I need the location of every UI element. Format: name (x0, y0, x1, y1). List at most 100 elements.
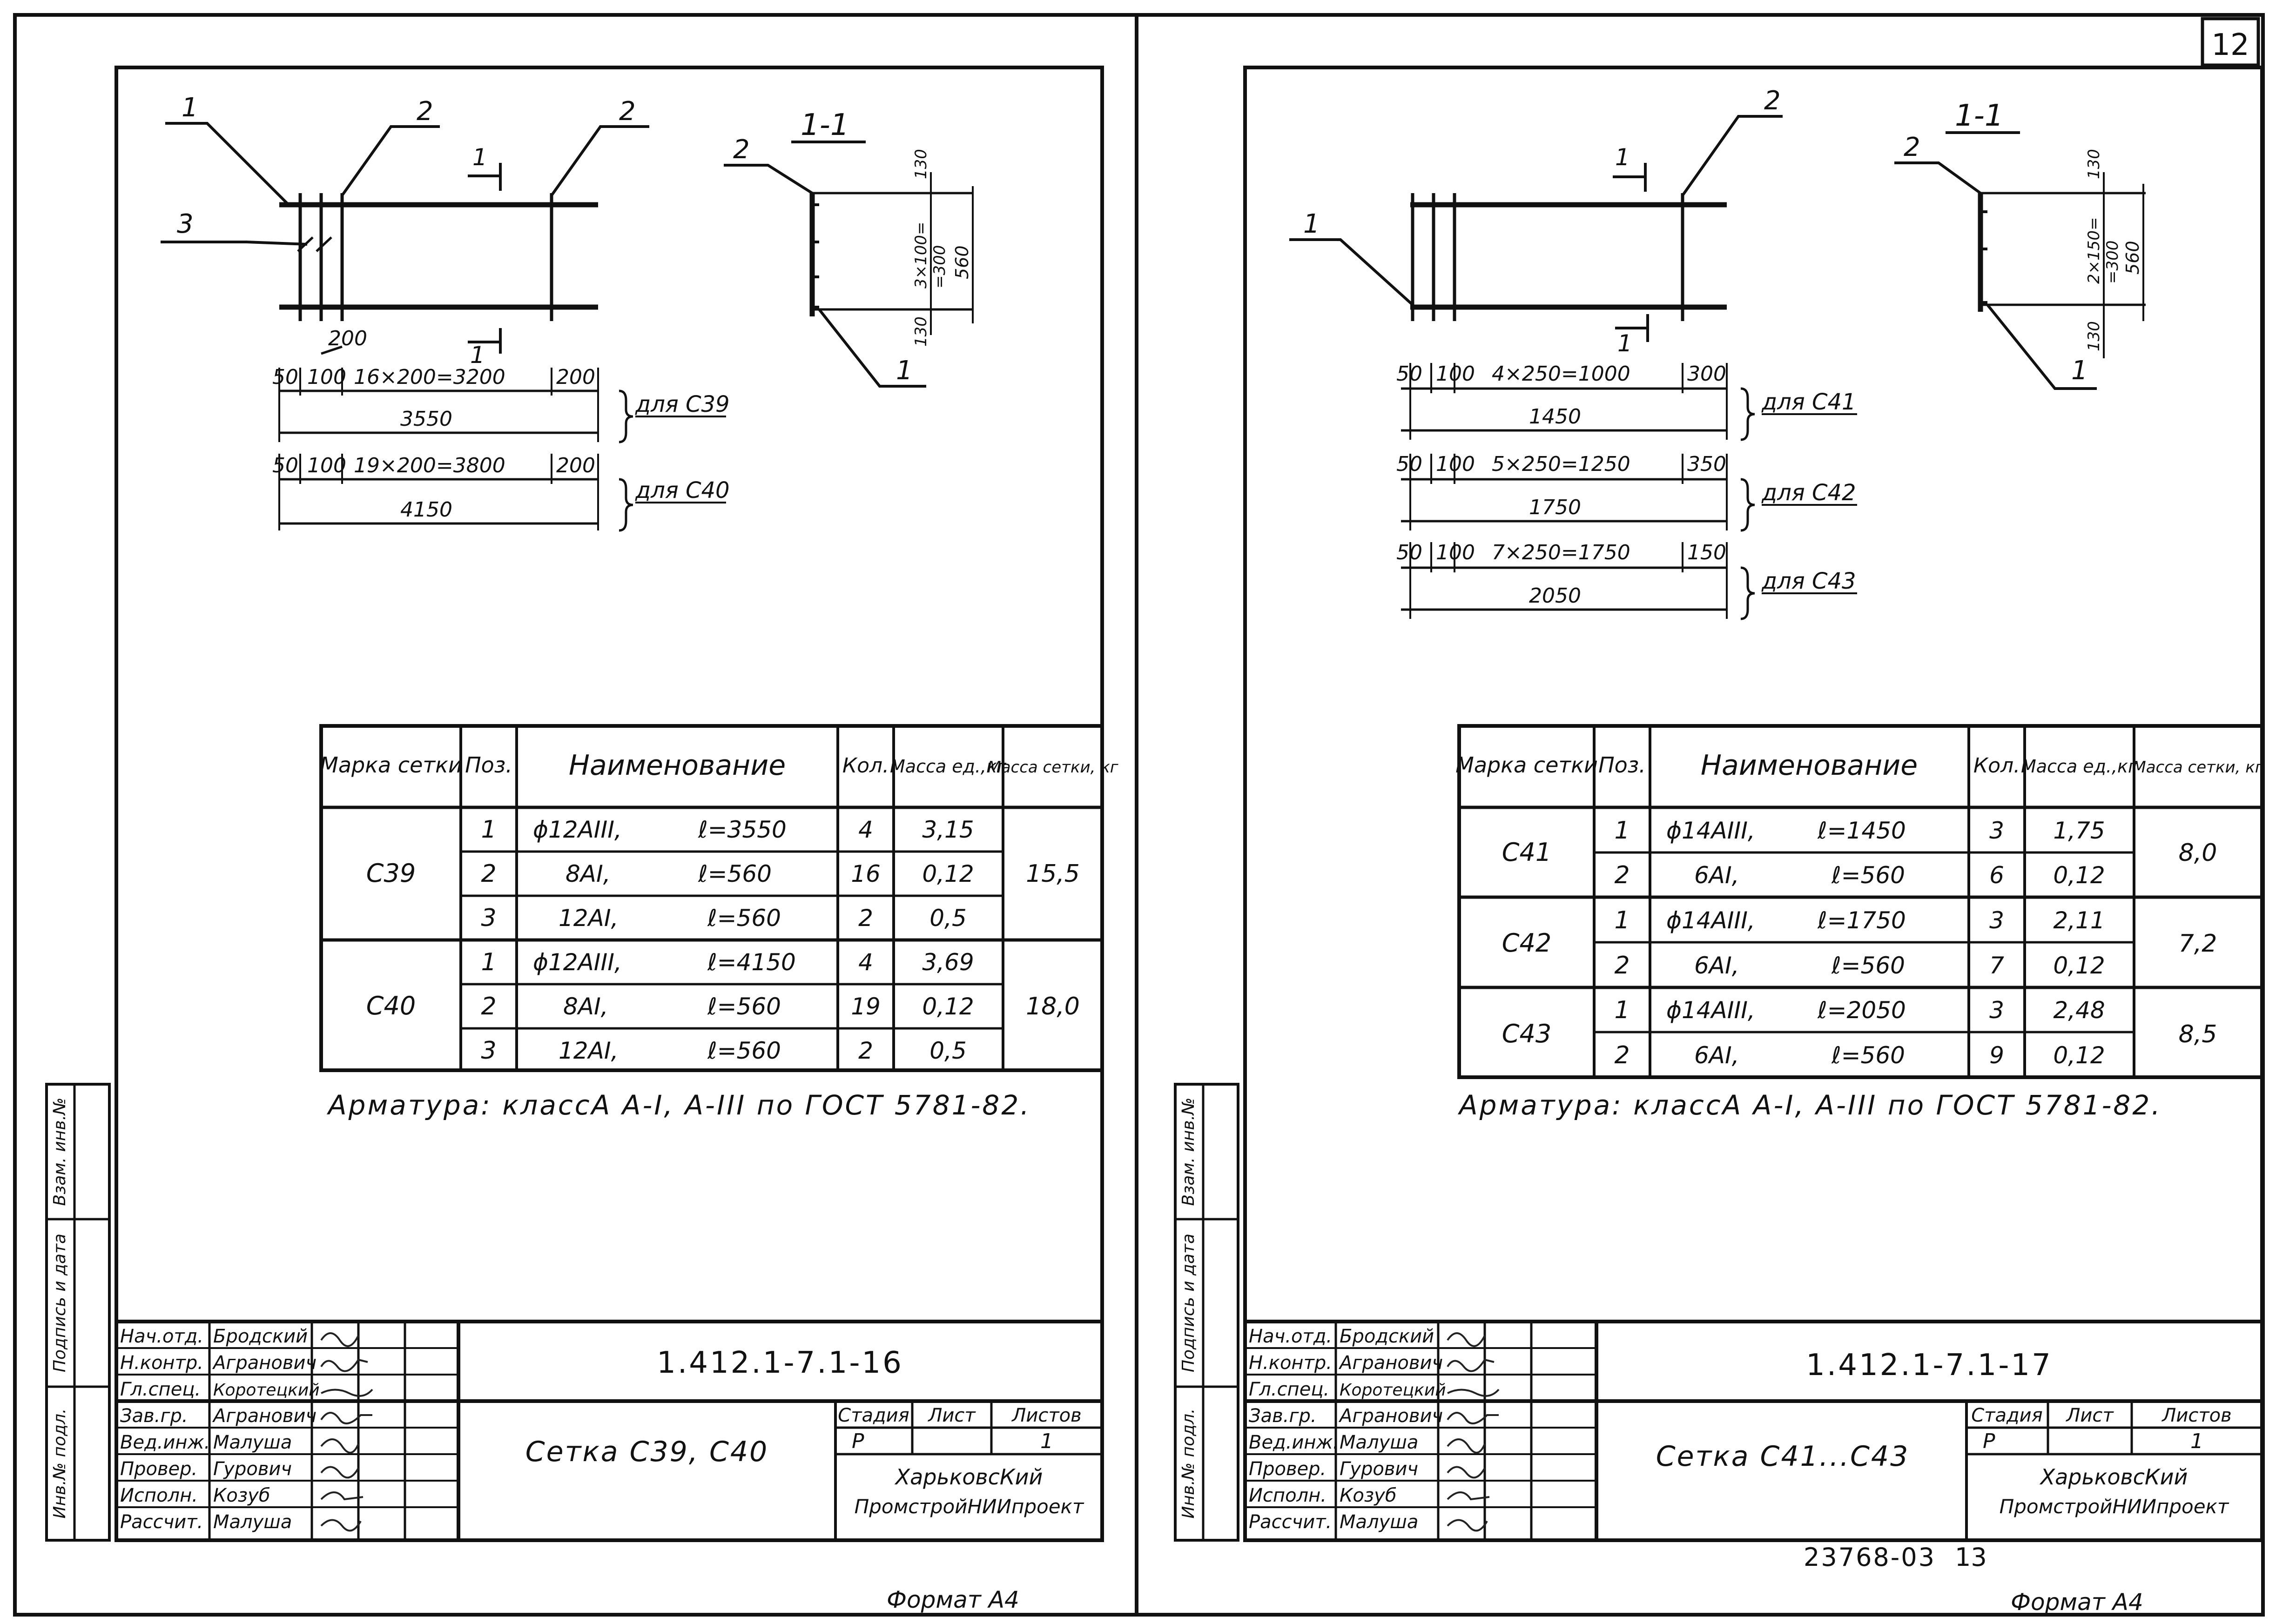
organization-line2: ПромстройНИИпроект (2000, 1495, 2229, 1518)
dim-c43-50: 50 (1396, 541, 1422, 564)
dim-c43-100: 100 (1436, 541, 1475, 564)
person: Агранович (1338, 1352, 1443, 1374)
cell-length: ℓ=560 (707, 993, 781, 1020)
cell-qty: 6 (1989, 862, 2004, 889)
cell-unit-mass: 0,12 (922, 993, 974, 1020)
callout-2: 2 (1764, 86, 1781, 116)
dim-c39-end: 200 (556, 365, 595, 389)
cell-pos: 2 (1614, 861, 1630, 889)
person: Козуб (213, 1485, 270, 1506)
side-label-inventory: Инв.№ подл. (1179, 1409, 1198, 1519)
cell-length: ℓ=560 (1831, 1042, 1905, 1069)
dim-row-c43: 50 100 7×250=1750 150 2050 для С43 (1396, 541, 1857, 620)
cell-length: ℓ=2050 (1817, 997, 1906, 1024)
section-callout-1: 1 (2071, 356, 2088, 386)
section-dim-130-bottom: 130 (2085, 321, 2103, 351)
spec-table-right: Марка сетки Поз. Наименование Кол. Масса… (1455, 724, 2264, 1079)
dim-c42-for: для С42 (1761, 480, 1856, 506)
section-title: 1-1 (801, 108, 849, 142)
cell-qty: 19 (851, 993, 881, 1020)
section-dim-560: 560 (2122, 241, 2143, 275)
table-row: 2 6АI, ℓ=560 7 0,12 (1614, 952, 2105, 980)
cell-qty: 7 (1989, 952, 2004, 979)
table-row: 1 ϕ12АIII, ℓ=3550 4 3,15 (481, 816, 974, 844)
sheets-value: 1 (2190, 1429, 2203, 1453)
cell-name: ϕ14АIII, (1666, 997, 1755, 1024)
role: Исполн. (120, 1485, 198, 1506)
cell-qty: 2 (858, 1037, 873, 1064)
section-dim-130-top: 130 (912, 149, 930, 179)
mark-c40: С40 (366, 991, 416, 1020)
person: Малуша (213, 1432, 292, 1453)
role: Зав.гр. (120, 1405, 188, 1427)
section-callout-2: 2 (733, 134, 750, 165)
cell-name: 6АI, (1694, 952, 1739, 979)
dim-c43-for: для С43 (1761, 568, 1856, 594)
sheets-value: 1 (1040, 1429, 1053, 1453)
role: Вед.инж. (1249, 1432, 1339, 1453)
section-mark-top: 1 (472, 144, 487, 171)
cell-name: 6АI, (1694, 862, 1739, 889)
role: Рассчит. (1249, 1511, 1332, 1533)
dim-c42-end: 350 (1687, 452, 1726, 476)
table-row: 1 ϕ14АIII, ℓ=1750 3 2,11 (1614, 906, 2105, 934)
header-name: Наименование (569, 749, 786, 782)
side-label-replace: Взам. инв.№ (1179, 1098, 1198, 1206)
table-row: 3 12АI, ℓ=560 2 0,5 (481, 1037, 966, 1065)
cell-name: ϕ14АIII, (1666, 907, 1755, 934)
role: Гл.спец. (1249, 1379, 1329, 1400)
section-mark-bottom: 1 (1617, 330, 1632, 357)
reinforcement-note: Арматура: классА А-I, А-III по ГОСТ 5781… (1457, 1089, 2162, 1121)
table-row: 2 6АI, ℓ=560 9 0,12 (1614, 1041, 2105, 1069)
dim-c40-end: 200 (556, 454, 595, 477)
cell-unit-mass: 0,12 (2053, 952, 2105, 979)
cell-pos: 2 (481, 860, 496, 888)
side-label-inventory: Инв.№ подл. (50, 1409, 69, 1519)
cell-pos: 1 (1614, 996, 1630, 1024)
section-callout-1: 1 (896, 356, 913, 386)
cell-qty: 9 (1989, 1042, 2004, 1069)
cell-name: 12АI, (559, 1037, 618, 1064)
footer-page: 13 (1955, 1543, 1987, 1572)
dim-c39-total: 3550 (400, 407, 452, 431)
cell-qty: 2 (858, 905, 873, 932)
role: Провер. (120, 1458, 197, 1480)
page-number-box: 12 (2201, 17, 2260, 67)
side-label-signature: Подпись и дата (1179, 1234, 1198, 1372)
person: Малуша (213, 1511, 292, 1533)
spec-table-left: Марка сетки Поз. Наименование Кол. Масса… (319, 724, 1119, 1072)
reinforcement-note: Арматура: классА А-I, А-III по ГОСТ 5781… (326, 1089, 1031, 1121)
section-callout-2: 2 (1904, 132, 1920, 162)
cell-pos: 1 (481, 948, 496, 976)
cell-qty: 4 (858, 949, 873, 976)
mass-c39: 15,5 (1026, 860, 1080, 888)
person: Бродский (213, 1326, 308, 1347)
dim-c43-span: 7×250=1750 (1492, 541, 1630, 564)
mesh-plan-right: 2 1 1 1 50 100 4×250=1000 300 1450 (1289, 86, 1857, 620)
cell-name: ϕ12АIII, (533, 816, 622, 843)
dim-c40-100: 100 (307, 454, 346, 477)
callout-1: 1 (182, 93, 198, 123)
callout-3: 3 (177, 209, 194, 239)
table-row: 2 8АI, ℓ=560 19 0,12 (481, 993, 974, 1020)
table-row: 2 6АI, ℓ=560 6 0,12 (1614, 861, 2105, 889)
sheets-header: Листов (2161, 1405, 2231, 1426)
person: Гурович (213, 1458, 292, 1480)
left-sheet: Взам. инв.№ Подпись и дата Инв.№ подл. 1… (45, 66, 1119, 1613)
right-side-stamp: Взам. инв.№ Подпись и дата Инв.№ подл. (1174, 1083, 1239, 1542)
role: Зав.гр. (1249, 1405, 1317, 1427)
cell-qty: 4 (858, 816, 873, 843)
section-dim-130-top: 130 (2085, 149, 2103, 179)
cell-length: ℓ=560 (698, 860, 772, 887)
cell-qty: 3 (1989, 997, 2004, 1024)
dim-c43-total: 2050 (1529, 584, 1581, 608)
dim-c40-for: для С40 (635, 477, 730, 503)
dim-c40-50: 50 (272, 454, 298, 477)
cell-name: 8АI, (566, 860, 611, 887)
table-row: 1 ϕ14АIII, ℓ=2050 3 2,48 (1614, 996, 2105, 1024)
organization-line2: ПромстройНИИпроект (855, 1495, 1084, 1518)
role: Вед.инж. (120, 1432, 210, 1453)
cell-pos: 3 (481, 1037, 496, 1065)
role: Нач.отд. (1249, 1326, 1332, 1347)
